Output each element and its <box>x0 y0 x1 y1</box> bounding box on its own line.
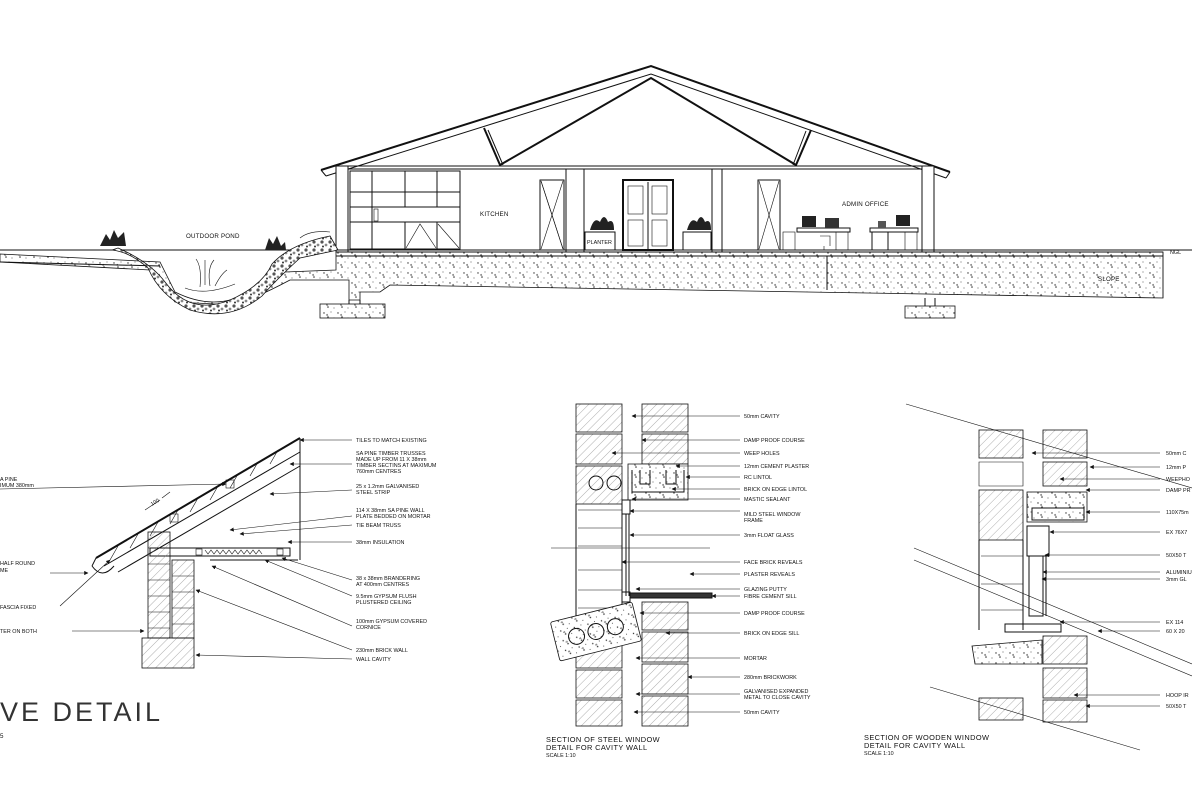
label-kitchen: KITCHEN <box>480 211 509 218</box>
steel-note-7: MILD STEEL WINDOW <box>744 512 801 518</box>
wood-note-5: EX 76X7 <box>1166 530 1187 536</box>
steel-note-16: MORTAR <box>744 656 767 662</box>
eave-note-1: SA PINE TIMBER TRUSSES <box>356 451 426 457</box>
steel-note-4: RC LINTOL <box>744 475 772 481</box>
eave-detail: 100 TILES TO MATCH EXISTING SA PINE TIMB… <box>0 437 437 740</box>
steel-note-11: PLASTER REVEALS <box>744 572 795 578</box>
roof <box>320 64 951 179</box>
steel-note-18: GALVANISED EXPANDED <box>744 689 809 695</box>
eave-note-15: 100mm GYPSUM COVERED <box>356 619 427 625</box>
steel-note-14: DAMP PROOF COURSE <box>744 611 805 617</box>
eave-detail-scale: 5 <box>0 733 4 740</box>
eave-left-note-3: ME <box>0 568 8 574</box>
eave-left-note-2: HALF ROUND <box>0 561 35 567</box>
wood-caption-line-2: DETAIL FOR CAVITY WALL <box>864 741 965 750</box>
wood-note-6: 50X50 T <box>1166 553 1187 559</box>
steel-note-10: FACE BRICK REVEALS <box>744 560 803 566</box>
steel-window-detail: 50mm CAVITY DAMP PROOF COURSE WEEP HOLES… <box>546 403 811 759</box>
wood-note-8: 3mm GL <box>1166 577 1187 583</box>
steel-note-3: 12mm CEMENT PLASTER <box>744 464 809 470</box>
eave-note-2: MADE UP FROM 11 X 38mm <box>356 457 427 463</box>
steel-note-20: 50mm CAVITY <box>744 710 780 716</box>
eave-note-5: 25 x 1.2mm GALVANISED <box>356 484 419 490</box>
eave-note-3: TIMBER SECTINS AT MAXIMUM <box>356 463 437 469</box>
eave-note-8: PLATE BEDDED ON MORTAR <box>356 514 431 520</box>
wood-note-9: EX 114 <box>1166 620 1183 626</box>
steel-note-0: 50mm CAVITY <box>744 414 780 420</box>
wood-note-10: 60 X 20 <box>1166 629 1185 635</box>
eave-note-16: CORNICE <box>356 625 381 631</box>
wood-note-3: DAMP PR <box>1166 488 1191 494</box>
eave-left-note-1: IMUM 380mm <box>0 483 34 489</box>
label-admin-office: ADMIN OFFICE <box>842 201 889 208</box>
label-slope: SLOPE <box>1098 276 1120 283</box>
steel-caption-line-2: DETAIL FOR CAVITY WALL <box>546 743 647 752</box>
steel-note-6: MASTIC SEALANT <box>744 497 791 503</box>
label-planter: PLANTER <box>587 240 612 246</box>
wood-caption-scale: SCALE 1:10 <box>864 751 894 757</box>
eave-note-7: 114 X 38mm SA PINE WALL <box>356 508 425 514</box>
wood-note-12: 50X50 T <box>1166 704 1187 710</box>
eave-note-12: AT 400mm CENTRES <box>356 582 410 588</box>
wooden-window-detail: 50mm C 12mm P WEEPHO DAMP PR 110X75m EX … <box>864 403 1192 757</box>
steel-note-17: 280mm BRICKWORK <box>744 675 797 681</box>
steel-note-5: BRICK ON EDGE LINTOL <box>744 487 807 493</box>
steel-note-2: WEEP HOLES <box>744 451 780 457</box>
eave-dim-label: 100 <box>150 498 161 508</box>
eave-note-6: STEEL STRIP <box>356 490 391 496</box>
eave-note-10: 38mm INSULATION <box>356 540 405 546</box>
steel-note-13: FIBRE CEMENT SILL <box>744 594 797 600</box>
wood-note-2: WEEPHO <box>1166 477 1190 483</box>
eave-note-13: 9.5mm GYPSUM FLUSH <box>356 594 417 600</box>
eave-leaders <box>0 437 353 660</box>
wood-note-7: ALUMINIU <box>1166 570 1192 576</box>
walls <box>335 165 935 253</box>
eave-note-4: 760mm CENTRES <box>356 469 402 475</box>
steel-note-12: GLAZING PUTTY <box>744 587 787 593</box>
kitchen-cabinets <box>349 170 461 250</box>
wood-note-4: 110X75m <box>1166 510 1189 516</box>
steel-note-15: BRICK ON EDGE SILL <box>744 631 799 637</box>
eave-note-0: TILES TO MATCH EXISTING <box>356 438 427 444</box>
building-section: OUTDOOR POND KITCHEN ADMIN OFFICE PLANTE… <box>0 64 1192 319</box>
office-furniture <box>782 215 919 251</box>
door-frames <box>539 179 781 251</box>
ground-and-slab <box>0 249 1192 319</box>
steel-note-1: DAMP PROOF COURSE <box>744 438 805 444</box>
outdoor-pond <box>100 230 339 315</box>
eave-note-14: PLUSTERED CEILING <box>356 600 411 606</box>
eave-left-note-0: A PINE <box>0 477 18 483</box>
eave-note-9: TIE BEAM TRUSS <box>356 523 401 529</box>
wooden-window-leaders <box>1031 450 1160 709</box>
wood-note-0: 50mm C <box>1166 451 1186 457</box>
wood-note-11: HOOP IR <box>1166 693 1189 699</box>
steel-window-leaders <box>611 413 740 715</box>
wood-caption-line-1: SECTION OF WOODEN WINDOW <box>864 733 989 742</box>
steel-note-19: METAL TO CLOSE CAVITY <box>744 695 811 701</box>
label-outdoor-pond: OUTDOOR POND <box>186 233 240 240</box>
eave-left-note-5: TER ON BOTH <box>0 629 37 635</box>
steel-note-9: 3mm FLOAT GLASS <box>744 533 794 539</box>
eave-note-11: 38 x 38mm BRANDERING <box>356 576 420 582</box>
eave-detail-title: VE DETAIL <box>0 697 163 727</box>
steel-note-8: FRAME <box>744 518 763 524</box>
wood-note-1: 12mm P <box>1166 465 1186 471</box>
eave-note-18: WALL CAVITY <box>356 657 391 663</box>
steel-caption-line-1: SECTION OF STEEL WINDOW <box>546 735 660 744</box>
steel-caption-scale: SCALE 1:10 <box>546 753 576 759</box>
eave-note-17: 230mm BRICK WALL <box>356 648 408 654</box>
eave-left-note-4: FASCIA FIXED <box>0 605 36 611</box>
label-ngl: NGL <box>1170 250 1181 256</box>
